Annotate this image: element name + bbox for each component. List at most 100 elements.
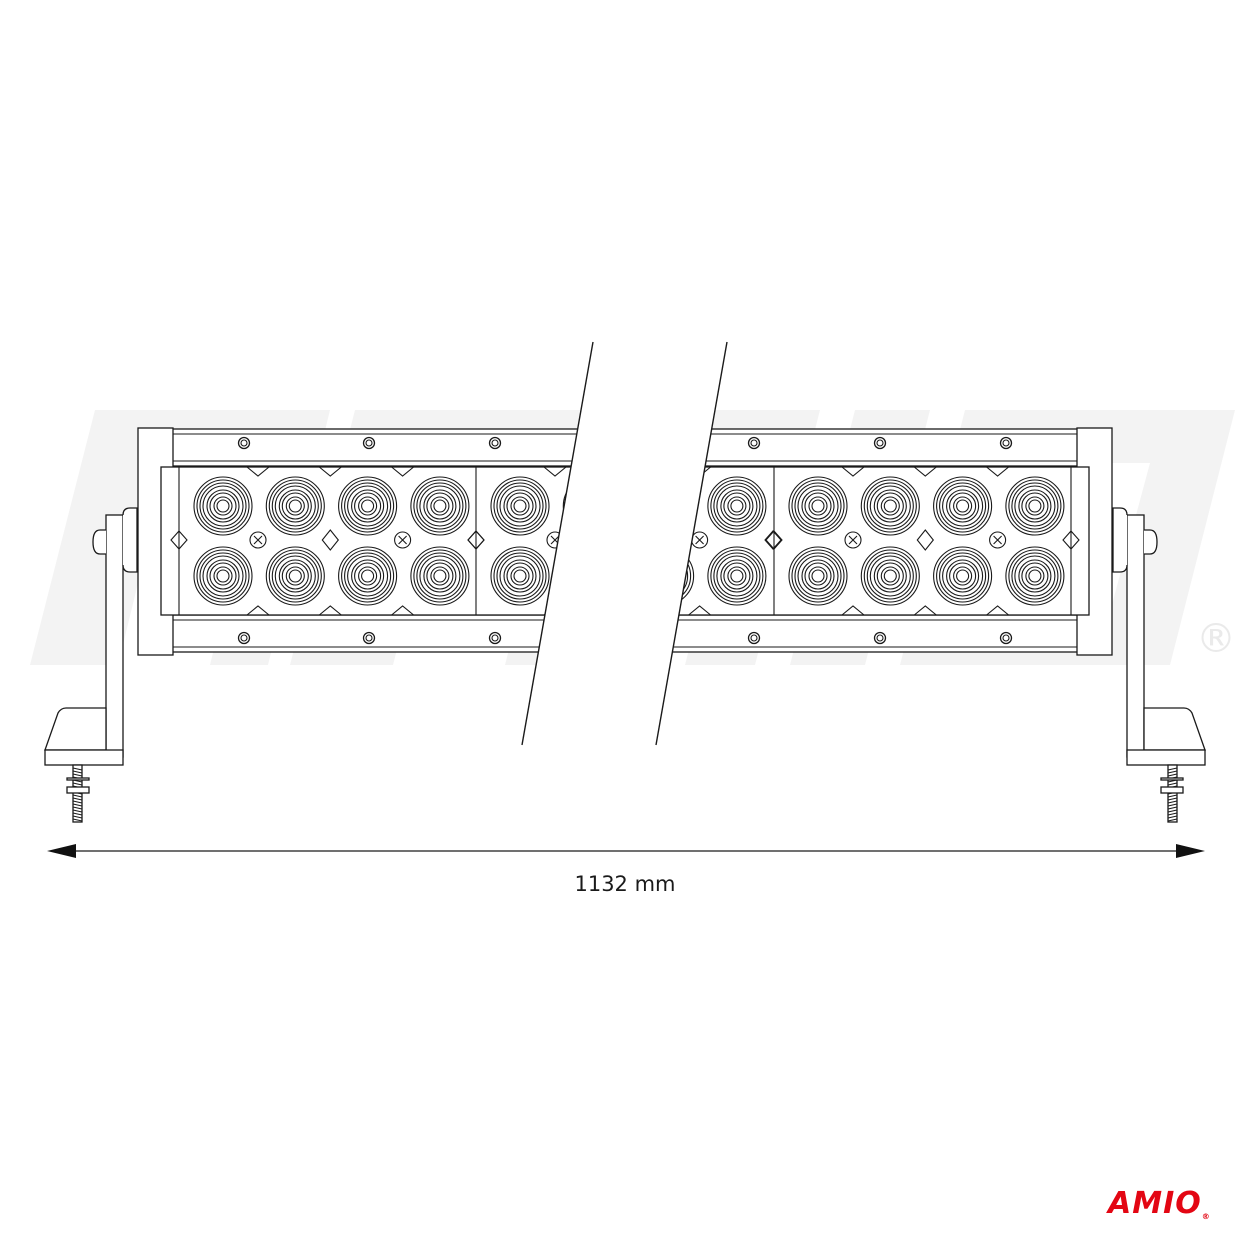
led-ring <box>710 479 764 533</box>
led-ring <box>1014 555 1056 597</box>
led-ring <box>510 496 530 516</box>
led-ring <box>953 566 973 586</box>
led-ring <box>413 479 467 533</box>
led-lens-icon <box>410 546 470 606</box>
led-lens-icon <box>1005 476 1065 536</box>
bolt-thread <box>1167 806 1178 810</box>
led-ring <box>804 492 832 520</box>
led-lens-icon <box>490 546 550 606</box>
top-notch-icon <box>318 466 342 477</box>
led-ring <box>1005 476 1065 536</box>
cross-screw-icon <box>989 531 1007 549</box>
brand-logo: AMIO® <box>1108 1186 1211 1221</box>
led-ring <box>791 479 845 533</box>
bracket-foot-gusset <box>44 707 107 751</box>
bottom-notch-icon <box>841 605 865 616</box>
rail-screw-icon <box>873 436 887 450</box>
led-ring <box>510 566 530 586</box>
bracket-arm <box>1126 514 1145 758</box>
led-ring <box>496 482 544 530</box>
bolt-thread <box>1167 812 1178 816</box>
led-ring <box>216 499 230 513</box>
led-ring <box>430 566 450 586</box>
led-ring <box>416 482 464 530</box>
led-ring <box>710 549 764 603</box>
cross-screw-icon <box>398 535 407 545</box>
led-ring <box>285 496 305 516</box>
led-ring <box>707 476 767 536</box>
led-lens-icon <box>933 476 993 536</box>
led-ring <box>1008 479 1062 533</box>
diamond-marker-icon <box>764 530 782 550</box>
watermark-registered-mark: ® <box>1196 616 1236 662</box>
led-ring <box>265 476 325 536</box>
led-lens-icon <box>788 476 848 536</box>
led-ring <box>199 552 247 600</box>
led-lens-icon <box>193 476 253 536</box>
led-ring <box>869 555 911 597</box>
led-ring <box>490 476 550 536</box>
led-lens-icon <box>860 476 920 536</box>
bolt-thread <box>72 800 83 804</box>
bracket-pivot <box>122 507 138 573</box>
led-ring <box>268 549 322 603</box>
led-ring <box>804 562 832 590</box>
bolt-thread <box>1167 800 1178 804</box>
led-ring <box>860 476 920 536</box>
led-ring <box>354 562 382 590</box>
bolt-thread <box>1167 809 1178 813</box>
led-ring <box>281 492 309 520</box>
led-ring <box>271 482 319 530</box>
led-lens-icon <box>265 476 325 536</box>
top-notch-icon <box>986 466 1009 477</box>
rail-screw-icon <box>750 439 758 447</box>
led-ring <box>493 479 547 533</box>
led-ring <box>720 489 754 523</box>
bottom-notch-icon <box>391 605 414 616</box>
bolt-thread <box>1167 773 1178 777</box>
led-ring <box>869 485 911 527</box>
led-ring <box>727 566 747 586</box>
bolt-washer <box>66 777 90 781</box>
led-ring <box>1021 492 1049 520</box>
led-ring <box>351 489 385 523</box>
cross-screw-icon <box>253 535 263 545</box>
led-ring <box>274 485 316 527</box>
led-ring <box>933 476 993 536</box>
bolt-thread <box>72 806 83 810</box>
led-ring <box>288 569 302 583</box>
led-ring <box>196 549 250 603</box>
rail-screw-icon <box>747 436 761 450</box>
led-ring <box>933 546 993 606</box>
rail-screw-icon <box>873 631 887 645</box>
led-ring <box>942 485 984 527</box>
rail-screw-icon <box>365 634 373 642</box>
led-ring <box>797 555 839 597</box>
led-ring <box>707 546 767 606</box>
led-ring <box>213 566 233 586</box>
bolt-thread <box>1167 782 1178 786</box>
led-ring <box>876 492 904 520</box>
led-ring <box>278 559 312 593</box>
led-ring <box>361 569 375 583</box>
bottom-notch-icon <box>688 605 711 616</box>
bracket-pivot <box>1112 507 1128 573</box>
bolt-thread <box>1167 797 1178 801</box>
rail-screw-icon <box>488 436 502 450</box>
led-ring <box>265 546 325 606</box>
led-ring <box>863 479 917 533</box>
led-ring <box>209 492 237 520</box>
led-ring <box>281 562 309 590</box>
led-ring <box>791 549 845 603</box>
bracket-knob-icon <box>92 529 106 555</box>
rail-screw-icon <box>237 436 251 450</box>
led-ring <box>1005 546 1065 606</box>
led-ring <box>727 496 747 516</box>
led-ring <box>433 569 447 583</box>
led-ring <box>213 496 233 516</box>
led-ring <box>716 485 758 527</box>
break-line-left <box>521 341 594 746</box>
led-ring <box>880 566 900 586</box>
rail-screw-icon <box>240 439 248 447</box>
rail-screw-icon <box>488 631 502 645</box>
